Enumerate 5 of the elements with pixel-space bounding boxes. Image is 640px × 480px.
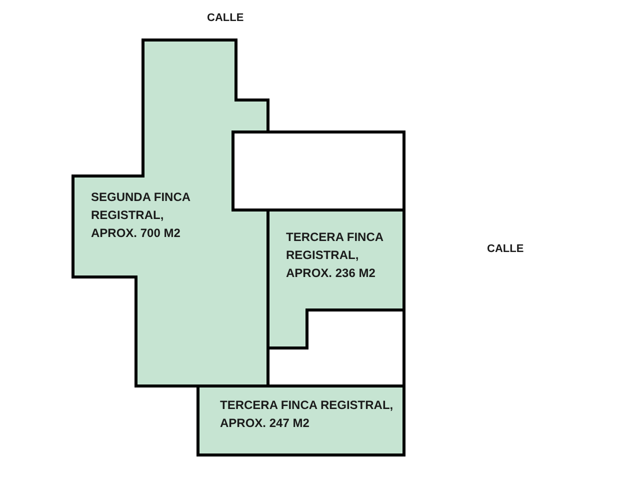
street-label: CALLE (207, 11, 244, 26)
plot-label: SEGUNDA FINCA REGISTRAL, APROX. 700 M2 (91, 189, 192, 242)
plot-label: TERCERA FINCA REGISTRAL, APROX. 247 M2 (220, 397, 394, 432)
plot-label: TERCERA FINCA REGISTRAL, APROX. 236 M2 (286, 229, 384, 282)
street-label: CALLE (487, 242, 524, 257)
